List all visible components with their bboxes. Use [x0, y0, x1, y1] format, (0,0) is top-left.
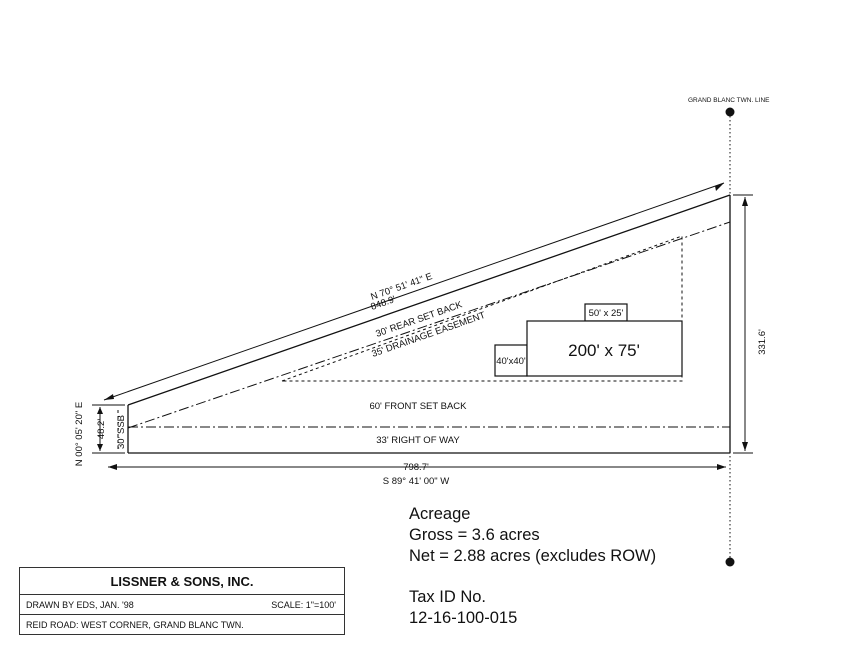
building-small-label: 40'x40' [496, 356, 526, 367]
twn-line-label: GRAND BLANC TWN. LINE [688, 97, 770, 104]
side-setback-label: 30' SSB [116, 415, 127, 449]
drawn-by: DRAWN BY EDS, JAN. '98 [26, 600, 134, 610]
south-distance-label: 798.7' [403, 462, 429, 473]
right-of-way-label: 33' RIGHT OF WAY [376, 435, 460, 446]
parcel-boundary [127, 194, 731, 454]
building-40x40 [494, 344, 528, 377]
east-dimension-line [733, 194, 753, 454]
west-dimension-line [92, 404, 125, 454]
scale: SCALE: 1"=100' [271, 600, 336, 610]
south-dimension-line [108, 464, 726, 470]
east-distance-label: 331.6' [757, 329, 768, 355]
net-acreage: Net = 2.88 acres (excludes ROW) [409, 547, 657, 565]
south-bearing-label: S 89° 41' 00" W [383, 476, 450, 487]
location-row: REID ROAD: WEST CORNER, GRAND BLANC TWN. [20, 615, 344, 636]
drawn-by-row: DRAWN BY EDS, JAN. '98 SCALE: 1"=100' [20, 595, 344, 615]
acreage-heading: Acreage [409, 505, 471, 523]
north-dimension-line [103, 182, 725, 401]
west-distance-label: 48.2' [96, 419, 107, 439]
rear-setback-line [127, 221, 731, 429]
drainage-easement-boundary [281, 235, 683, 382]
gross-acreage: Gross = 3.6 acres [409, 526, 540, 544]
west-bearing-label: N 00° 05' 20" E [74, 402, 85, 466]
twn-line-north-marker [725, 107, 735, 117]
twn-line-south-marker [725, 557, 735, 567]
firm-name: LISSNER & SONS, INC. [20, 568, 344, 595]
building-main-label: 200' x 75' [568, 341, 640, 360]
tax-id-heading: Tax ID No. [409, 588, 487, 606]
title-block: LISSNER & SONS, INC. DRAWN BY EDS, JAN. … [19, 567, 345, 635]
location: REID ROAD: WEST CORNER, GRAND BLANC TWN. [26, 620, 244, 630]
building-main-200x75 [526, 320, 683, 377]
acreage-notes: Acreage Gross = 3.6 acres Net = 2.88 acr… [409, 504, 739, 629]
building-addition-label: 50' x 25' [589, 308, 624, 319]
front-setback-label: 60' FRONT SET BACK [369, 401, 467, 412]
tax-id-value: 12-16-100-015 [409, 609, 518, 627]
